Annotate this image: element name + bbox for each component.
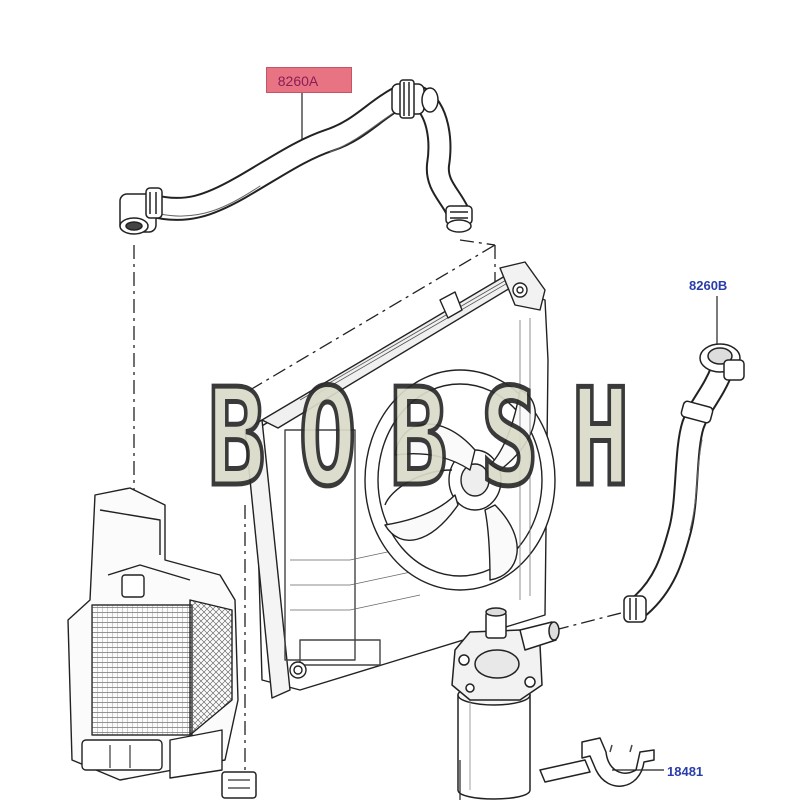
auxiliary-cooler: [67, 487, 239, 781]
hose-clamp-icon: [119, 187, 163, 235]
part-label-8260B: 8260B: [689, 278, 728, 293]
part-label-8260A: 8260A: [266, 67, 352, 93]
lower-coolant-hose: [628, 358, 734, 618]
leader-line-pump-outlet: [554, 611, 626, 631]
leader-line-hose-right-end: [459, 239, 496, 246]
leader-line-diagonal: [249, 244, 496, 391]
pump-icon: [451, 607, 560, 800]
hose-clamp-icon: [221, 771, 257, 799]
upper-coolant-hose: [138, 86, 470, 224]
hose-clamp-icon: [623, 343, 745, 623]
hose-clamp-icon: [445, 205, 473, 233]
part-label-18481: 18481: [667, 764, 704, 779]
pump-mounting-bracket: [539, 737, 655, 787]
hose-clamp-icon: [391, 79, 439, 119]
radiator-fan-assembly: [244, 261, 556, 699]
